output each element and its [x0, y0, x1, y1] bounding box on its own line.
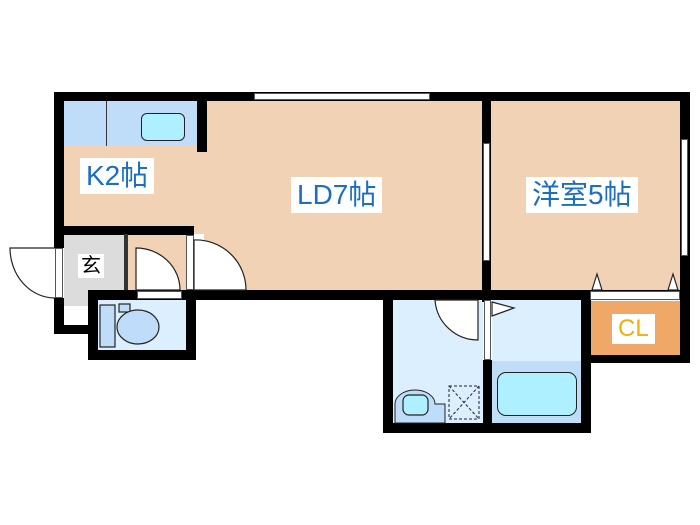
wall-bath-divider — [483, 360, 492, 428]
toilet-door-frame — [137, 291, 182, 299]
wall-toilet-left — [88, 290, 98, 360]
wall-genkan-bottom — [54, 325, 90, 334]
wall-genkan-right — [124, 234, 128, 292]
counter-divider — [106, 101, 107, 146]
wall-kitchen-bottom — [54, 226, 194, 235]
window-ld-right — [483, 143, 490, 261]
wall-closet-bottom — [581, 355, 690, 363]
sink-icon — [141, 113, 185, 141]
western-room-label: 洋室5帖 — [526, 177, 638, 213]
wall-bath-left — [383, 290, 393, 433]
wall-left-lower — [54, 298, 64, 334]
bathtub-icon — [497, 372, 577, 416]
entrance-door-frame — [55, 248, 63, 298]
wall-bath-bottom — [383, 423, 591, 433]
living-dining-label: LD7帖 — [291, 177, 383, 213]
wall-ld-bottom — [186, 290, 686, 300]
closet-door[interactable] — [590, 291, 680, 300]
kitchen-label: K2帖 — [80, 158, 155, 194]
wall-kitchen-stub — [197, 92, 207, 152]
window-western-right — [681, 139, 688, 256]
wall-left — [54, 92, 64, 248]
wall-toilet-right — [186, 290, 196, 360]
closet-label: CL — [612, 314, 655, 344]
window-ld-top — [254, 93, 430, 100]
bath-door-frame — [484, 300, 491, 360]
wall-toilet-bottom — [88, 350, 196, 360]
entrance-label: 玄 — [78, 254, 104, 278]
